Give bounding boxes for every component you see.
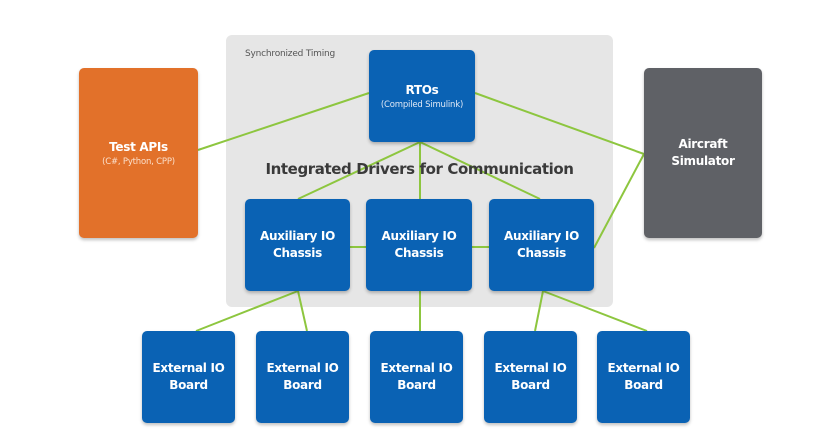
connector-aux-chassis-3-aircraft — [593, 153, 645, 249]
connector-rtos-aux-chassis-3 — [419, 141, 541, 200]
connector-aux-chassis-1-board-2 — [297, 290, 308, 332]
external-io-board-2[interactable]: External IO Board — [256, 331, 349, 423]
aircraft-simulator-line2: Simulator — [671, 154, 735, 168]
external-board-label: Board — [397, 378, 436, 392]
integrated-drivers-heading: Integrated Drivers for Communication — [265, 160, 574, 178]
aux-chassis-label: Chassis — [517, 246, 566, 260]
external-board-label: Board — [624, 378, 663, 392]
aircraft-simulator-node[interactable]: Aircraft Simulator — [644, 68, 762, 238]
external-board-label: External IO — [266, 361, 339, 375]
external-io-board-1[interactable]: External IO Board — [142, 331, 235, 423]
rtos-subtitle: (Compiled Simulink) — [380, 99, 464, 110]
external-board-label: Board — [169, 378, 208, 392]
connector-rtos-aircraft-simulator — [474, 92, 645, 155]
external-io-board-5[interactable]: External IO Board — [597, 331, 690, 423]
test-apis-node[interactable]: Test APIs (C#, Python, CPP) — [79, 68, 198, 238]
aux-chassis-label: Auxiliary IO — [504, 229, 579, 243]
connector-test-apis-rtos — [197, 92, 370, 151]
rtos-title: RTOs — [405, 82, 439, 97]
aux-chassis-label: Chassis — [273, 246, 322, 260]
aux-io-chassis-3[interactable]: Auxiliary IO Chassis — [489, 199, 594, 291]
connector-aux-chassis-3-board-4 — [534, 290, 544, 332]
connector-rtos-aux-chassis-1 — [297, 141, 421, 200]
synchronized-timing-label: Synchronized Timing — [245, 49, 336, 59]
external-board-label: External IO — [152, 361, 225, 375]
connector-aux-chassis-1-board-1 — [195, 290, 299, 332]
external-board-label: Board — [283, 378, 322, 392]
rtos-node[interactable]: RTOs (Compiled Simulink) — [369, 50, 475, 142]
connector-aux-chassis-3-board-5 — [542, 290, 648, 332]
aux-io-chassis-1[interactable]: Auxiliary IO Chassis — [245, 199, 350, 291]
external-board-label: External IO — [380, 361, 453, 375]
external-board-label: External IO — [607, 361, 680, 375]
test-apis-title: Test APIs — [109, 139, 168, 154]
aux-chassis-label: Auxiliary IO — [260, 229, 335, 243]
aux-chassis-label: Auxiliary IO — [381, 229, 457, 243]
test-apis-subtitle: (C#, Python, CPP) — [102, 156, 175, 167]
aux-chassis-label: Chassis — [394, 246, 444, 260]
aux-io-chassis-2[interactable]: Auxiliary IO Chassis — [366, 199, 472, 291]
external-io-board-3[interactable]: External IO Board — [370, 331, 463, 423]
external-board-label: Board — [511, 378, 550, 392]
external-board-label: External IO — [494, 361, 567, 375]
aircraft-simulator-line1: Aircraft — [678, 137, 728, 151]
external-io-board-4[interactable]: External IO Board — [484, 331, 577, 423]
